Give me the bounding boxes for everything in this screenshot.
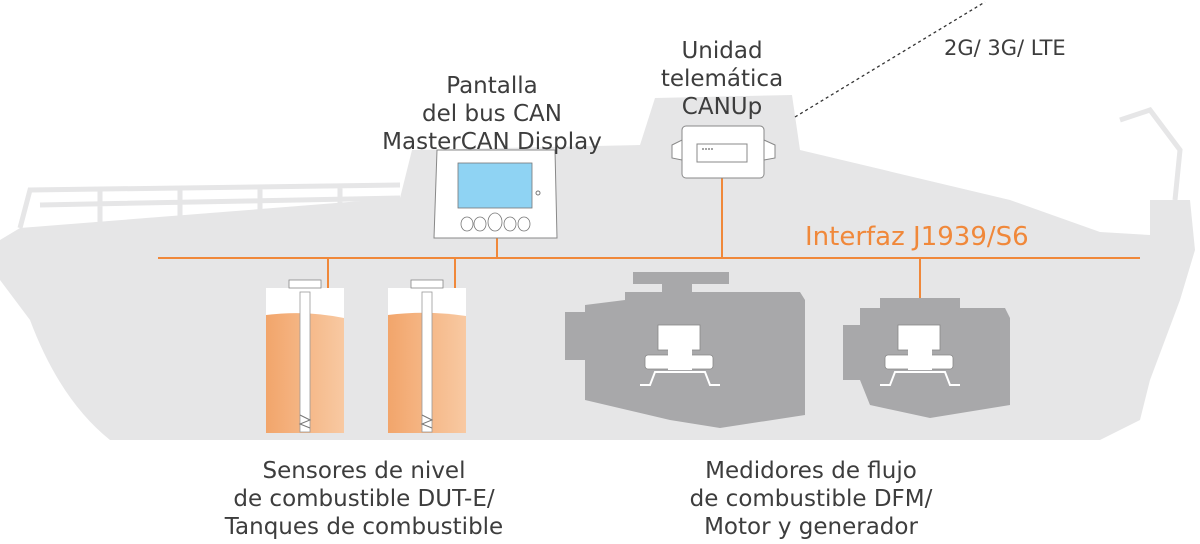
flowmeters-label-line: de combustible DFM/	[689, 486, 933, 512]
fuel-tank-2	[388, 279, 466, 433]
propeller	[1122, 395, 1135, 418]
display-label-line: Pantalla	[446, 73, 538, 99]
telematics-label-line: CANUp	[681, 94, 763, 120]
canup-telematics-device	[671, 125, 776, 179]
sensors-label-line: de combustible DUT-E/	[233, 486, 495, 512]
sensors-label-line: Sensores de nivel	[262, 458, 466, 484]
bus-interface-label: Interfaz J1939/S6	[805, 222, 1029, 252]
wireless-uplink-arrow	[794, 1, 986, 118]
level-sensor-probe	[299, 291, 311, 433]
fuel-tank-1	[266, 279, 344, 433]
display-buttons	[460, 212, 531, 232]
fuel-flowmeter-1	[640, 324, 720, 386]
fuel-flowmeter-2	[880, 324, 960, 386]
flowmeters-label-line: Motor y generador	[704, 514, 918, 540]
network-label: 2G/ 3G/ LTE	[944, 36, 1066, 60]
ship-railing	[17, 107, 1183, 229]
level-sensor-probe	[421, 291, 433, 433]
display-label-line: del bus CAN	[422, 101, 562, 127]
flowmeters-label-line: Medidores de flujo	[705, 458, 917, 484]
display-screen	[457, 162, 533, 209]
telematics-label-line: Unidad	[681, 38, 763, 64]
display-label-line: MasterCAN Display	[382, 129, 602, 155]
display-label: Pantalla del bus CAN MasterCAN Display	[382, 72, 602, 156]
mastercan-display-device	[433, 149, 558, 239]
telematics-label-line: telemática	[660, 66, 784, 92]
flowmeters-label: Medidores de flujo de combustible DFM/ M…	[690, 457, 933, 541]
telematics-label: Unidad telemática CANUp	[661, 37, 783, 121]
can-bus-lines	[158, 178, 1140, 325]
sensors-label-line: Tanques de combustible	[224, 514, 504, 540]
sensors-label: Sensores de nivel de combustible DUT-E/ …	[225, 457, 503, 541]
